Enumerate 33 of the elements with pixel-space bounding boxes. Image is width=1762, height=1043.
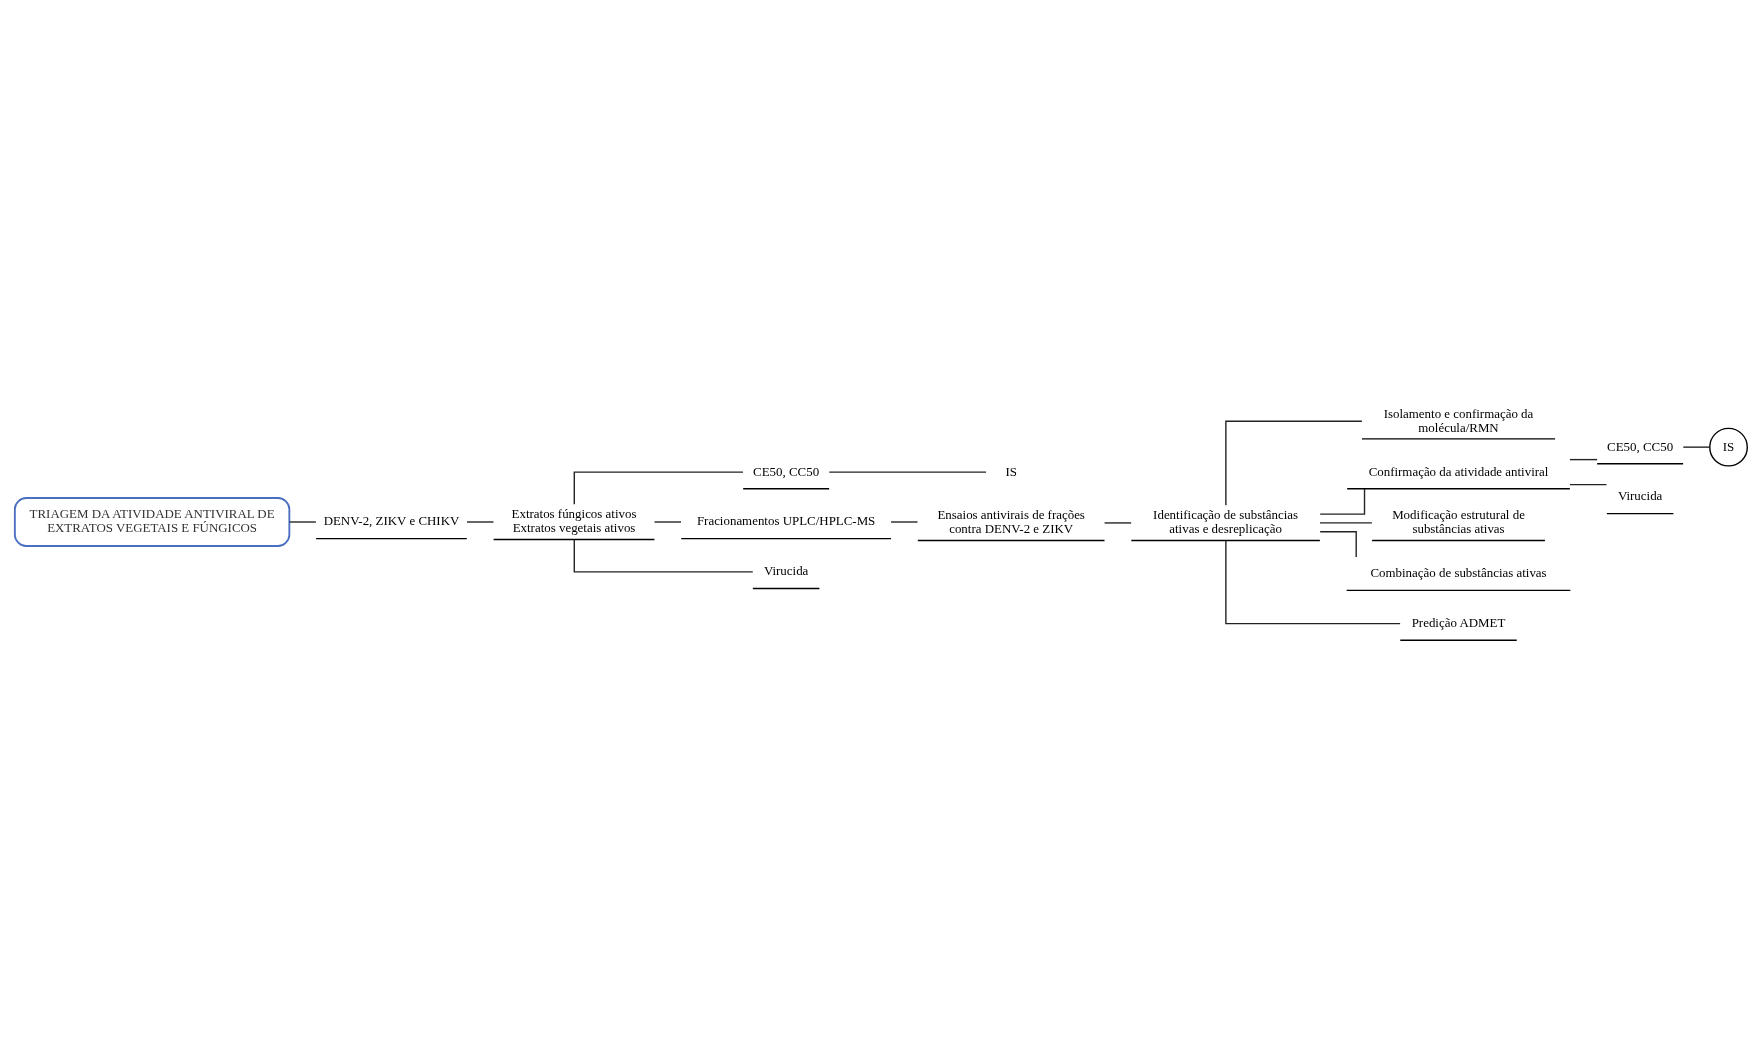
node-text: Identificação de substâncias ativas e desreplicação xyxy=(1153,506,1299,536)
node-text: Extratos fúngicos ativos Extratos vegetais ativos xyxy=(511,505,637,535)
node-text: Virucida xyxy=(763,562,809,578)
node-text: Ensaios antivirais de frações contra DENV-2 e ZIKV xyxy=(937,506,1085,536)
connector xyxy=(890,520,919,523)
node-circle: IS xyxy=(1709,427,1748,467)
connector xyxy=(1225,420,1363,506)
connector xyxy=(1569,483,1608,485)
node-text: Confirmação da atividade antiviral xyxy=(1368,463,1549,479)
connector xyxy=(1225,539,1401,624)
node-text: Modificação estrutural de substâncias ativas xyxy=(1392,506,1525,536)
connector xyxy=(1319,487,1366,515)
node-text: Predição ADMET xyxy=(1411,614,1506,630)
node-text: Combinação de substâncias ativas xyxy=(1370,564,1547,580)
connector xyxy=(573,470,744,505)
node-text: Isolamento e confirmação da molécula/RMN xyxy=(1383,405,1534,435)
connector xyxy=(573,538,754,573)
connector xyxy=(1319,521,1373,524)
node-text: DENV-2, ZIKV e CHIKV xyxy=(323,512,460,528)
connector xyxy=(1682,445,1711,448)
connector xyxy=(466,520,495,523)
connector xyxy=(1319,530,1357,558)
connector xyxy=(653,520,682,523)
node-text: CE50, CC50 xyxy=(753,463,820,479)
connector xyxy=(1569,458,1598,460)
node-box: TRIAGEM DA ATIVIDADE ANTIVIRAL DE EXTRATOS VEGETAIS E FÚNGICOS xyxy=(13,496,291,547)
node-text: Virucida xyxy=(1617,487,1663,503)
node-text: Fracionamentos UPLC/HPLC-MS xyxy=(696,512,876,528)
connector xyxy=(828,470,987,473)
connector xyxy=(1103,521,1132,524)
connector xyxy=(288,520,317,523)
node-text: IS xyxy=(1005,463,1017,479)
node-text: CE50, CC50 xyxy=(1607,438,1674,454)
